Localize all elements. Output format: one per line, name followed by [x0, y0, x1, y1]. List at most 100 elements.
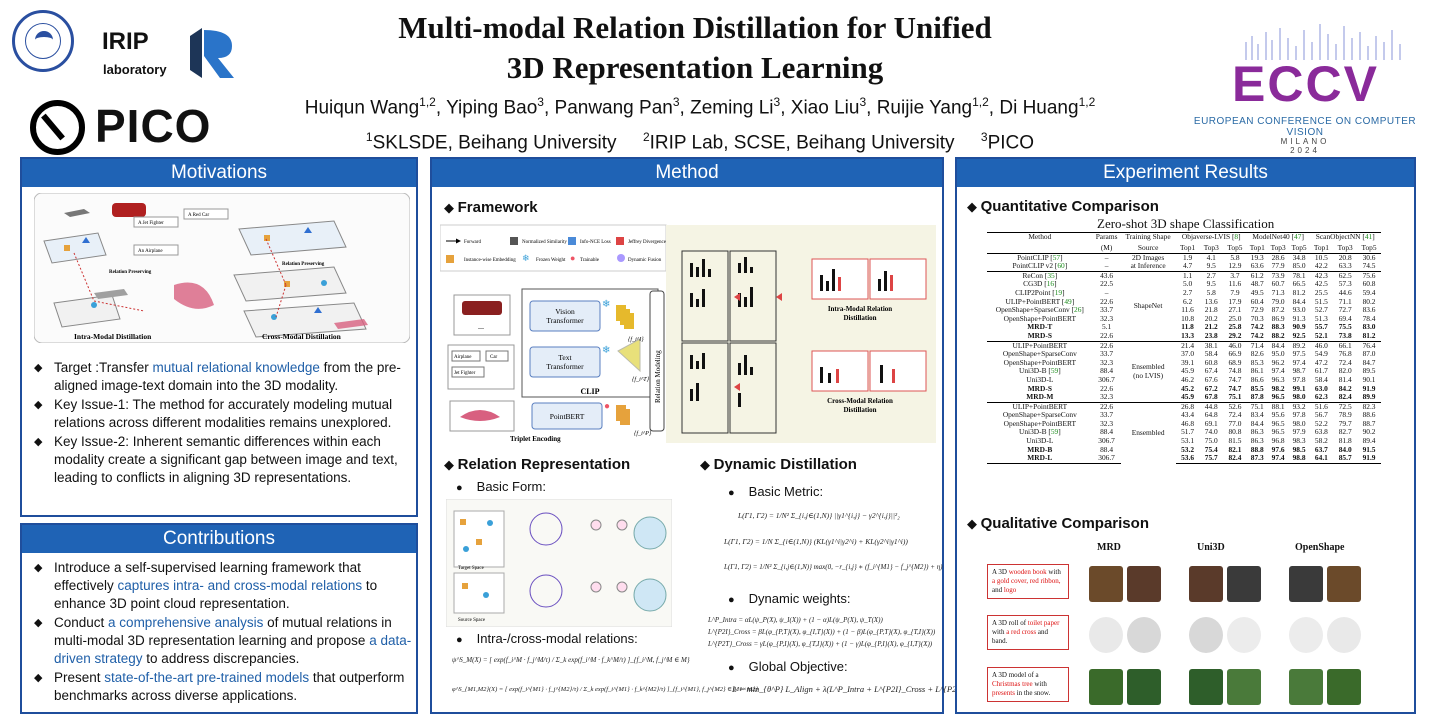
table-value-cell: 75.1 — [1228, 392, 1242, 402]
table-params-cell: 306.7 — [1092, 453, 1121, 464]
method-heading: Method — [432, 159, 942, 187]
qual-caption-text: logo — [1003, 586, 1017, 594]
contribution-bullet: Present state-of-the-art pre-trained mod… — [26, 669, 416, 705]
table-value-cell: 67.4 — [1204, 366, 1218, 376]
table-value-cell: 58.4 — [1314, 374, 1328, 384]
table-value-cell: 76.4 — [1357, 340, 1381, 351]
table-value-cell: 85.7 — [1333, 453, 1358, 464]
table-value-cell: 88.2 — [1271, 330, 1285, 340]
author-affiliation-index: 1,2 — [419, 95, 436, 109]
table-value-cell: 1.9 — [1175, 252, 1200, 263]
author-affiliation-index: 3 — [859, 95, 867, 109]
table-value-cell: 96.5 — [1271, 427, 1285, 437]
table-value-cell: 60.4 — [1250, 296, 1264, 306]
table-value-cell: 81.8 — [1338, 436, 1352, 446]
table-sub-header: Top5 — [1223, 241, 1247, 254]
table-value-cell: 39.1 — [1181, 357, 1195, 367]
table-value-cell: 90.1 — [1362, 374, 1376, 384]
table-value-cell: 93.0 — [1292, 305, 1306, 315]
relation-equation-cross: φ^S_{M1,M2}(X) = [ exp(f_i^{M1} · f_j^{M… — [452, 686, 758, 693]
table-value-cell: 19.3 — [1246, 252, 1268, 263]
table-value-cell: 72.5 — [1333, 401, 1358, 412]
contributions-bullets: Introduce a self-supervised learning fra… — [26, 559, 416, 706]
table-value-cell: 62.3 — [1314, 392, 1328, 402]
table-value-cell: 7.9 — [1230, 287, 1240, 297]
table-params-cell: 306.7 — [1098, 436, 1115, 446]
table-method-cell: ReCon [35] — [987, 270, 1093, 281]
affiliation-index: 2 — [642, 130, 650, 144]
svg-text:{f_i^T}: {f_i^T} — [632, 376, 650, 383]
table-sub-header: Top1 — [1175, 241, 1200, 254]
table-value-cell: 90.9 — [1292, 322, 1306, 332]
table-group-header: Params — [1092, 231, 1121, 242]
table-params-cell: 88.4 — [1100, 366, 1114, 376]
motivations-bullets: Target :Transfer mutual relational knowl… — [26, 359, 416, 488]
motivations-heading: Motivations — [22, 159, 416, 187]
table-value-cell: 77.0 — [1228, 418, 1242, 428]
table-citation: 35 — [1047, 270, 1055, 280]
weight-equation-intra: L^P_Intra = αL(ψ_P(X), ψ_I(X)) + (1 − α)… — [708, 616, 883, 624]
table-method-cell: Uni3D-B [59] — [1018, 366, 1061, 376]
table-citation: 60 — [1057, 261, 1065, 271]
table-method-cell: OpenShape+SparseConv — [1002, 349, 1077, 359]
qual-render-mrd — [1085, 613, 1165, 657]
table-value-cell: 57.3 — [1338, 279, 1352, 289]
qual-caption-text: A 3D roll of — [992, 619, 1028, 627]
table-value-cell: 67.6 — [1204, 374, 1218, 384]
eccv-logo-subtitle: EUROPEAN CONFERENCE ON COMPUTER VISION — [1193, 116, 1417, 138]
triplet-encoding-label: Triplet Encoding — [510, 435, 561, 443]
qual-render-uni3d — [1185, 613, 1265, 657]
table-value-cell: 73.8 — [1338, 330, 1352, 340]
fig-label-airplane: An Airplane — [138, 249, 163, 254]
svg-text:Jeffrey Divergence: Jeffrey Divergence — [628, 240, 667, 245]
table-value-cell: 72.4 — [1228, 410, 1242, 420]
qual-caption-text: with — [1032, 680, 1047, 688]
table-value-cell: 91.9 — [1362, 383, 1376, 393]
eccv-skyline-graphic — [1245, 24, 1401, 60]
global-objective-equation: L = min_{θ^P} L_Align + λ(L^P_Intra + L^… — [732, 684, 992, 694]
table-title: Zero-shot 3D shape Classification — [1097, 216, 1275, 231]
fig-label-jet: A Jet Fighter — [138, 221, 164, 226]
table-value-cell: 2.7 — [1199, 270, 1224, 281]
table-method-cell: MRD-L — [987, 453, 1093, 464]
table-params-cell: 88.4 — [1100, 427, 1114, 437]
motivation-bullet: Key Issue-2: Inherent semantic differenc… — [26, 433, 416, 487]
table-value-cell: 79.0 — [1271, 296, 1285, 306]
table-method-cell: MRD-B — [1027, 444, 1053, 454]
table-value-cell: 85.5 — [1250, 383, 1264, 393]
table-group-header: ModelNet40 [47] — [1246, 231, 1310, 242]
qual-caption-text: A 3D model of a — [992, 671, 1039, 679]
qual-header-openshape: OpenShape — [1295, 542, 1345, 553]
table-value-cell: 45.9 — [1181, 366, 1195, 376]
table-value-cell: 37.0 — [1181, 349, 1195, 359]
table-value-cell: 44.8 — [1199, 401, 1224, 412]
table-value-cell: 78.4 — [1362, 313, 1376, 323]
table-params-cell: 33.7 — [1100, 410, 1114, 420]
contribution-bullet: Conduct a comprehensive analysis of mutu… — [26, 614, 416, 668]
table-value-cell: 75.1 — [1246, 401, 1268, 412]
table-value-cell: 17.9 — [1228, 296, 1242, 306]
table-value-cell: 76.8 — [1338, 349, 1352, 359]
table-citation: 19 — [1054, 287, 1063, 297]
table-value-cell: 88.6 — [1362, 410, 1376, 420]
fig-label-car: A Red Car — [188, 213, 209, 218]
table-value-cell: 46.2 — [1181, 374, 1195, 384]
table-value-cell: 92.5 — [1292, 330, 1306, 340]
weight-equation-cross-p2i: L^{P2I}_Cross = βL(φ_{P,T}(X), φ_{I,T}(X… — [708, 628, 936, 636]
table-value-cell: 60.7 — [1271, 279, 1285, 289]
table-value-cell: 52.2 — [1314, 418, 1328, 428]
svg-text:...: ... — [478, 322, 484, 331]
table-value-cell: 88.8 — [1250, 444, 1264, 454]
table-value-cell: 42.2 — [1314, 261, 1328, 271]
qual-caption-text: and band. — [992, 628, 1048, 645]
table-value-cell: 84.2 — [1338, 383, 1352, 393]
affiliation-name: IRIP Lab, SCSE, Beihang University — [649, 132, 955, 154]
table-value-cell: 83.6 — [1362, 305, 1376, 315]
svg-text:●: ● — [604, 401, 610, 412]
table-method-cell: Uni3D-B [59] — [1018, 427, 1061, 437]
